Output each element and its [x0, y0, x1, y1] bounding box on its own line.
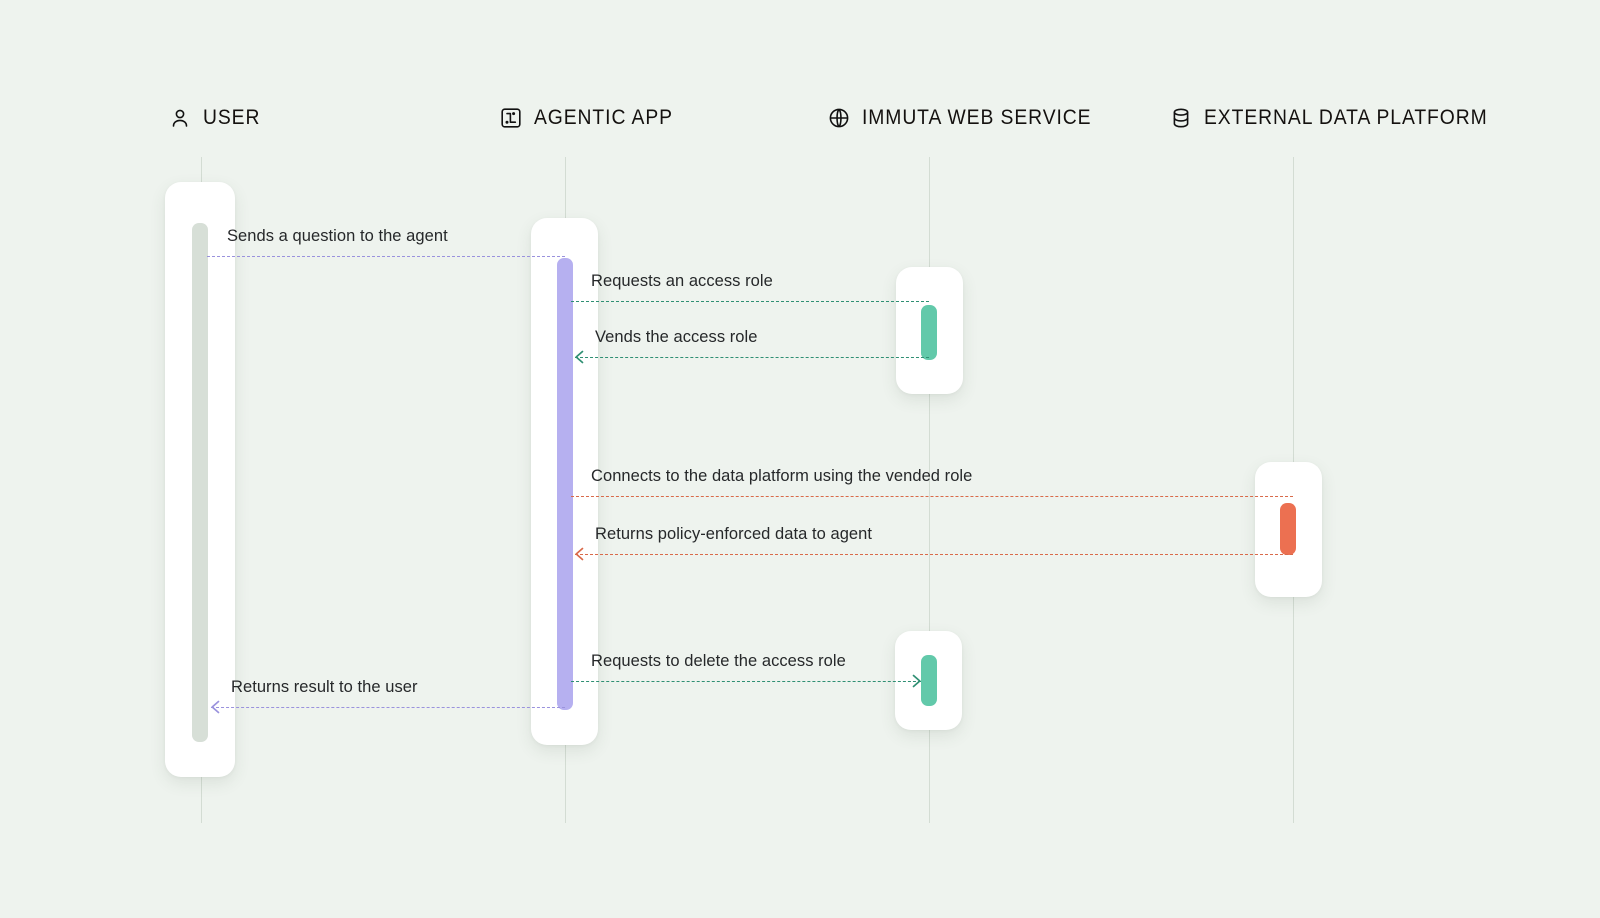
person-icon	[168, 106, 192, 130]
participant-header-agentic-app[interactable]: AGENTIC APP	[499, 106, 685, 130]
participant-label: IMMUTA WEB SERVICE	[862, 106, 1092, 129]
activation-bar-agentic-app	[557, 258, 573, 710]
arrowhead-right-icon	[908, 674, 922, 688]
message-line	[575, 554, 1293, 555]
participant-label: USER	[203, 106, 261, 129]
participant-header-user[interactable]: USER	[168, 106, 265, 130]
activation-bar-external-data-platform	[1280, 503, 1296, 555]
message-label: Returns policy-enforced data to agent	[595, 525, 873, 543]
arrowhead-left-icon	[210, 700, 224, 714]
arrowhead-left-icon	[574, 547, 588, 561]
message-label: Connects to the data platform using the …	[591, 467, 973, 485]
arrowhead-left-icon	[574, 350, 588, 364]
participant-label: EXTERNAL DATA PLATFORM	[1204, 106, 1488, 129]
message-line	[571, 496, 1293, 497]
message-label: Requests an access role	[591, 272, 773, 290]
message-label: Requests to delete the access role	[591, 652, 846, 670]
message-line	[571, 301, 929, 302]
message-line	[571, 681, 921, 682]
activation-bar-user	[192, 223, 208, 742]
activation-bar-immuta-1	[921, 305, 937, 360]
participant-header-external-data-platform[interactable]: EXTERNAL DATA PLATFORM	[1169, 106, 1512, 130]
message-label: Returns result to the user	[231, 678, 418, 696]
message-line	[575, 357, 929, 358]
globe-icon	[827, 106, 851, 130]
lifeline-immuta-web-service	[929, 157, 930, 823]
message-label: Sends a question to the agent	[227, 227, 448, 245]
activation-bar-immuta-2	[921, 655, 937, 706]
message-label: Vends the access role	[595, 328, 758, 346]
participant-header-immuta-web-service[interactable]: IMMUTA WEB SERVICE	[827, 106, 1111, 130]
database-icon	[1169, 106, 1193, 130]
chip-icon	[499, 106, 523, 130]
message-line	[207, 256, 565, 257]
participant-label: AGENTIC APP	[534, 106, 673, 129]
message-line	[211, 707, 565, 708]
